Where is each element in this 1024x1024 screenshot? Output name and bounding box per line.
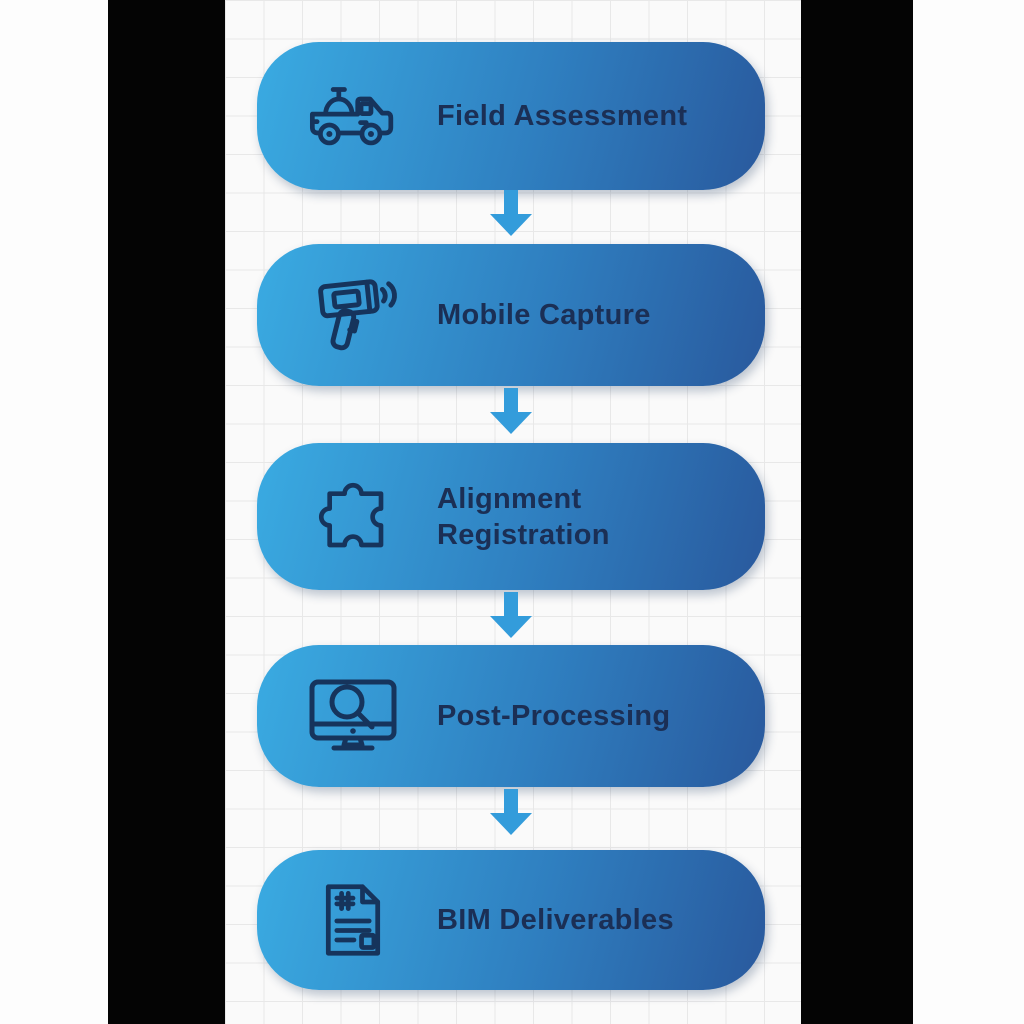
- down-arrow-icon: [490, 190, 532, 236]
- step-label: Alignment Registration: [437, 481, 610, 553]
- monitor-search-icon: [301, 674, 405, 759]
- handheld-scanner-icon: [301, 271, 405, 359]
- step-bim-deliverables: BIM Deliverables: [257, 850, 765, 990]
- step-mobile-capture: Mobile Capture: [257, 244, 765, 386]
- puzzle-piece-icon: [301, 475, 405, 559]
- left-black-bar: [108, 0, 225, 1024]
- step-label: Mobile Capture: [437, 299, 651, 331]
- step-field-assessment: Field Assessment: [257, 42, 765, 190]
- step-alignment-registration: Alignment Registration: [257, 443, 765, 590]
- step-post-processing: Post-Processing: [257, 645, 765, 787]
- step-label-line2: Registration: [437, 518, 610, 551]
- down-arrow-icon: [490, 789, 532, 835]
- down-arrow-icon: [490, 592, 532, 638]
- document-icon: [301, 877, 405, 963]
- step-label: Post-Processing: [437, 700, 671, 732]
- survey-truck-icon: [301, 76, 405, 156]
- step-label: Field Assessment: [437, 100, 688, 132]
- step-label-line1: Alignment: [437, 482, 582, 515]
- right-black-bar: [801, 0, 913, 1024]
- step-label: BIM Deliverables: [437, 904, 674, 936]
- down-arrow-icon: [490, 388, 532, 434]
